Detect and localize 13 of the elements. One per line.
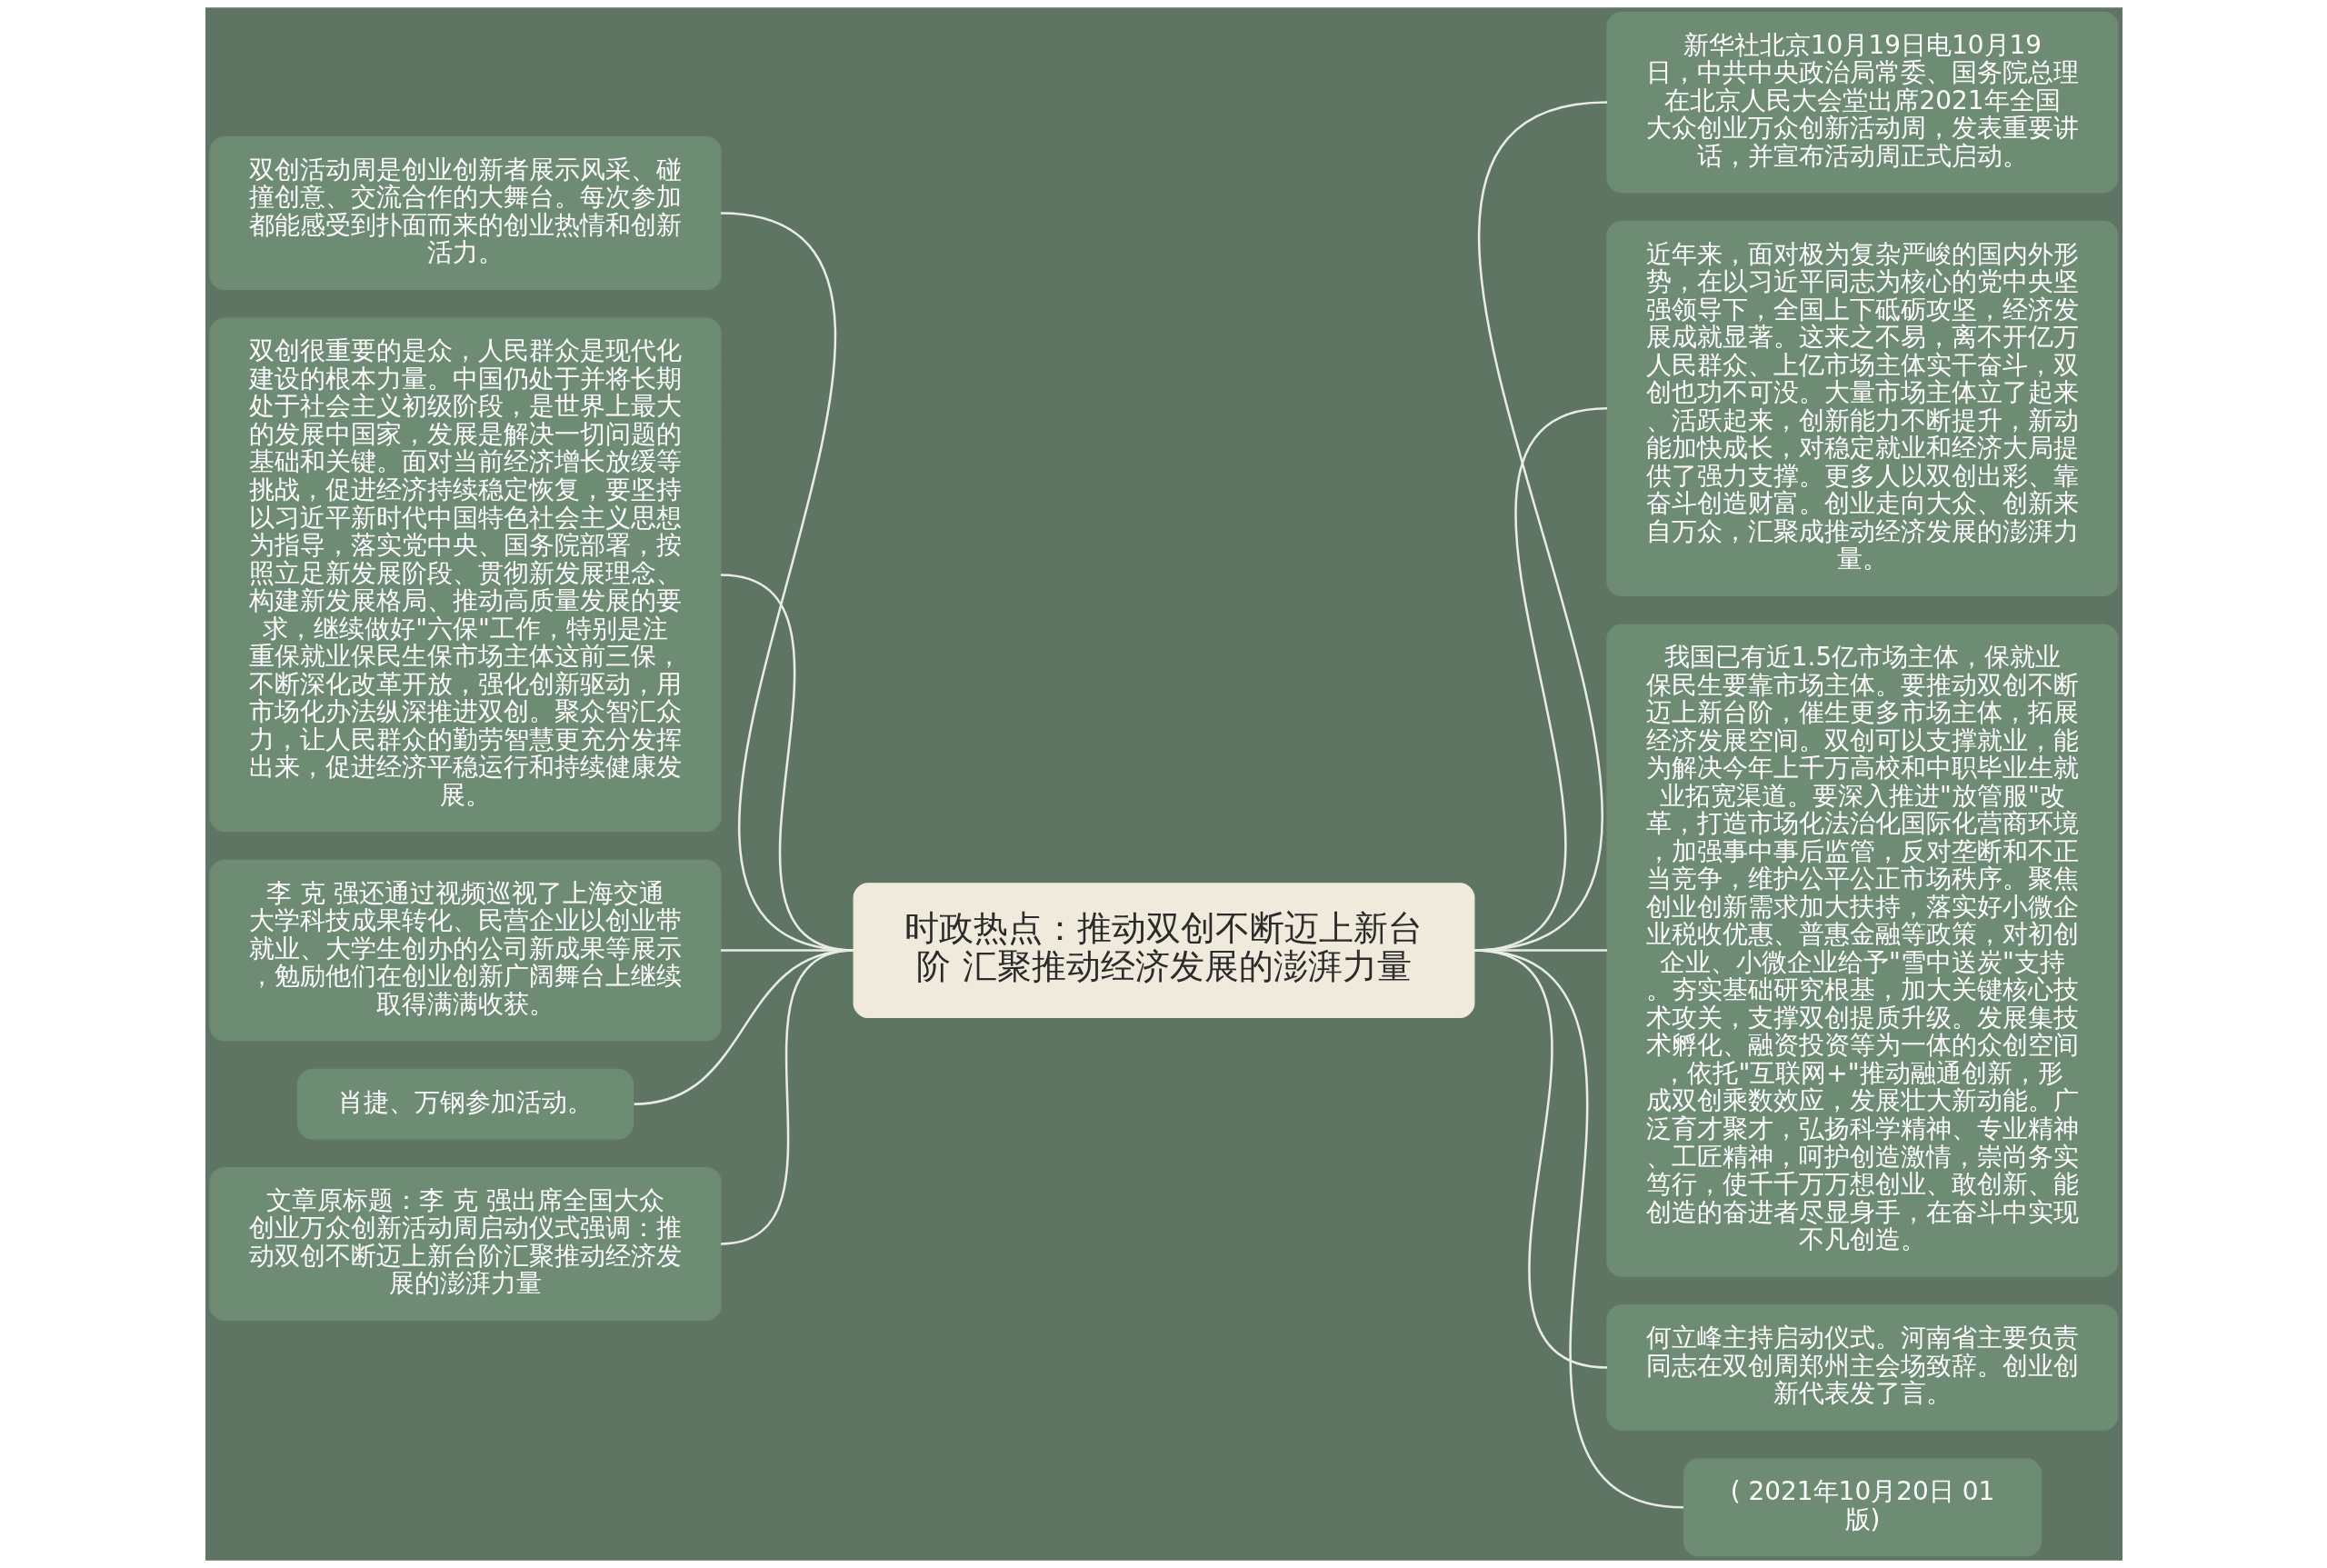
node-box: 双创很重要的是众，人民群众是现代化建设的根本力量。中国仍处于并将长期处于社会主义初级阶段，是世界上最大的发展中国家，发展是解决一切问题的基础和关键。面对当前经济增长放缓等挑战，促进经济持续稳定恢复，要坚持以习近平新时代中国特色社会主义思想为指导，落实党中央、国务院部署，按照立足新发展阶段、贯彻新发展理念、构建新发展格局、推动高质量发展的要求，继续做好"六保"工作，特别是注重保就业保民生保市场主体这前三保，不断深化改革开放，强化创新驱动，用市场化办法纵深推进双创。聚众智汇众力，让人民群众的勤劳智慧更充分发挥出来，促进经济平稳运行和持续健康发展。: [208, 317, 722, 833]
node-box: 肖捷、万钢参加活动。: [296, 1068, 634, 1140]
node-box: 文章原标题：李 克 强出席全国大众创业万众创新活动周启动仪式强调：推动双创不断迈上新台阶汇聚推动经济发展的澎湃力量: [208, 1166, 722, 1321]
node-box: 时政热点：推动双创不断迈上新台阶 汇聚推动经济发展的澎湃力量: [853, 883, 1474, 1018]
connector: [1473, 949, 1683, 1509]
node-box: 新华社北京10月19日电10月19日，中共中央政治局常委、国务院总理在北京人民大会堂出席2021年全国大众创业万众创新活动周，发表重要讲话，并宣布活动周正式启动。: [1605, 11, 2119, 194]
connector: [720, 949, 854, 1245]
node-box: 李 克 强还通过视频巡视了上海交通大学科技成果转化、民营企业以创业带就业、大学生创办的公司新成果等展示，勉励他们在创业创新广阔舞台上继续取得满满收获。: [208, 859, 722, 1042]
node-box: 何立峰主持启动仪式。河南省主要负责同志在双创周郑州主会场致辞。创业创新代表发了言。: [1605, 1304, 2119, 1431]
node-box: ( 2021年10月20日 01 版): [1683, 1458, 2042, 1557]
node-box: 我国已有近1.5亿市场主体，保就业保民生要靠市场主体。要推动双创不断迈上新台阶，催生更多市场主体，拓展经济发展空间。双创可以支撑就业，能为解决今年上千万高校和中职毕业生就业拓宽渠道。要深入推进"放管服"改革，打造市场化法治化国际化营商环境，加强事中事后监管，反对垄断和不正当竞争，维护公平公正市场秩序。聚焦创业创新需求加大扶持，落实好小微企业税收优惠、普惠金融等政策，对初创企业、小微企业给予"雪中送炭"支持。夯实基础研究根基，加大关键核心技术攻关，支撑双创提质升级。发展集技术孵化、融资投资等为一体的众创空间，依托"互联网+"推动融通创新，形成双创乘数效应，发展壮大新动能。广泛育才聚才，弘扬科学精神、专业精神、工匠精神，呵护创造激情，崇尚务实笃行，使千千万万想创业、敢创新、能创造的奋进者尽显身手，在奋斗中实现不凡创造。: [1605, 624, 2119, 1277]
node-box: 双创活动周是创业创新者展示风采、碰撞创意、交流合作的大舞台。每次参加都能感受到扑面而来的创业热情和创新活力。: [208, 135, 722, 291]
node-box: 近年来，面对极为复杂严峻的国内外形势，在以习近平同志为核心的党中央坚强领导下，全国上下砥砺攻坚，经济发展成就显著。这来之不易，离不开亿万人民群众、上亿市场主体实干奋斗，双创也功不可没。大量市场主体立了起来、活跃起来，创新能力不断提升，新动能加快成长，对稳定就业和经济大局提供了强力支撑。更多人以双创出彩、靠奋斗创造财富。创业走向大众、创新来自万众，汇聚成推动经济发展的澎湃力量。: [1605, 220, 2119, 596]
